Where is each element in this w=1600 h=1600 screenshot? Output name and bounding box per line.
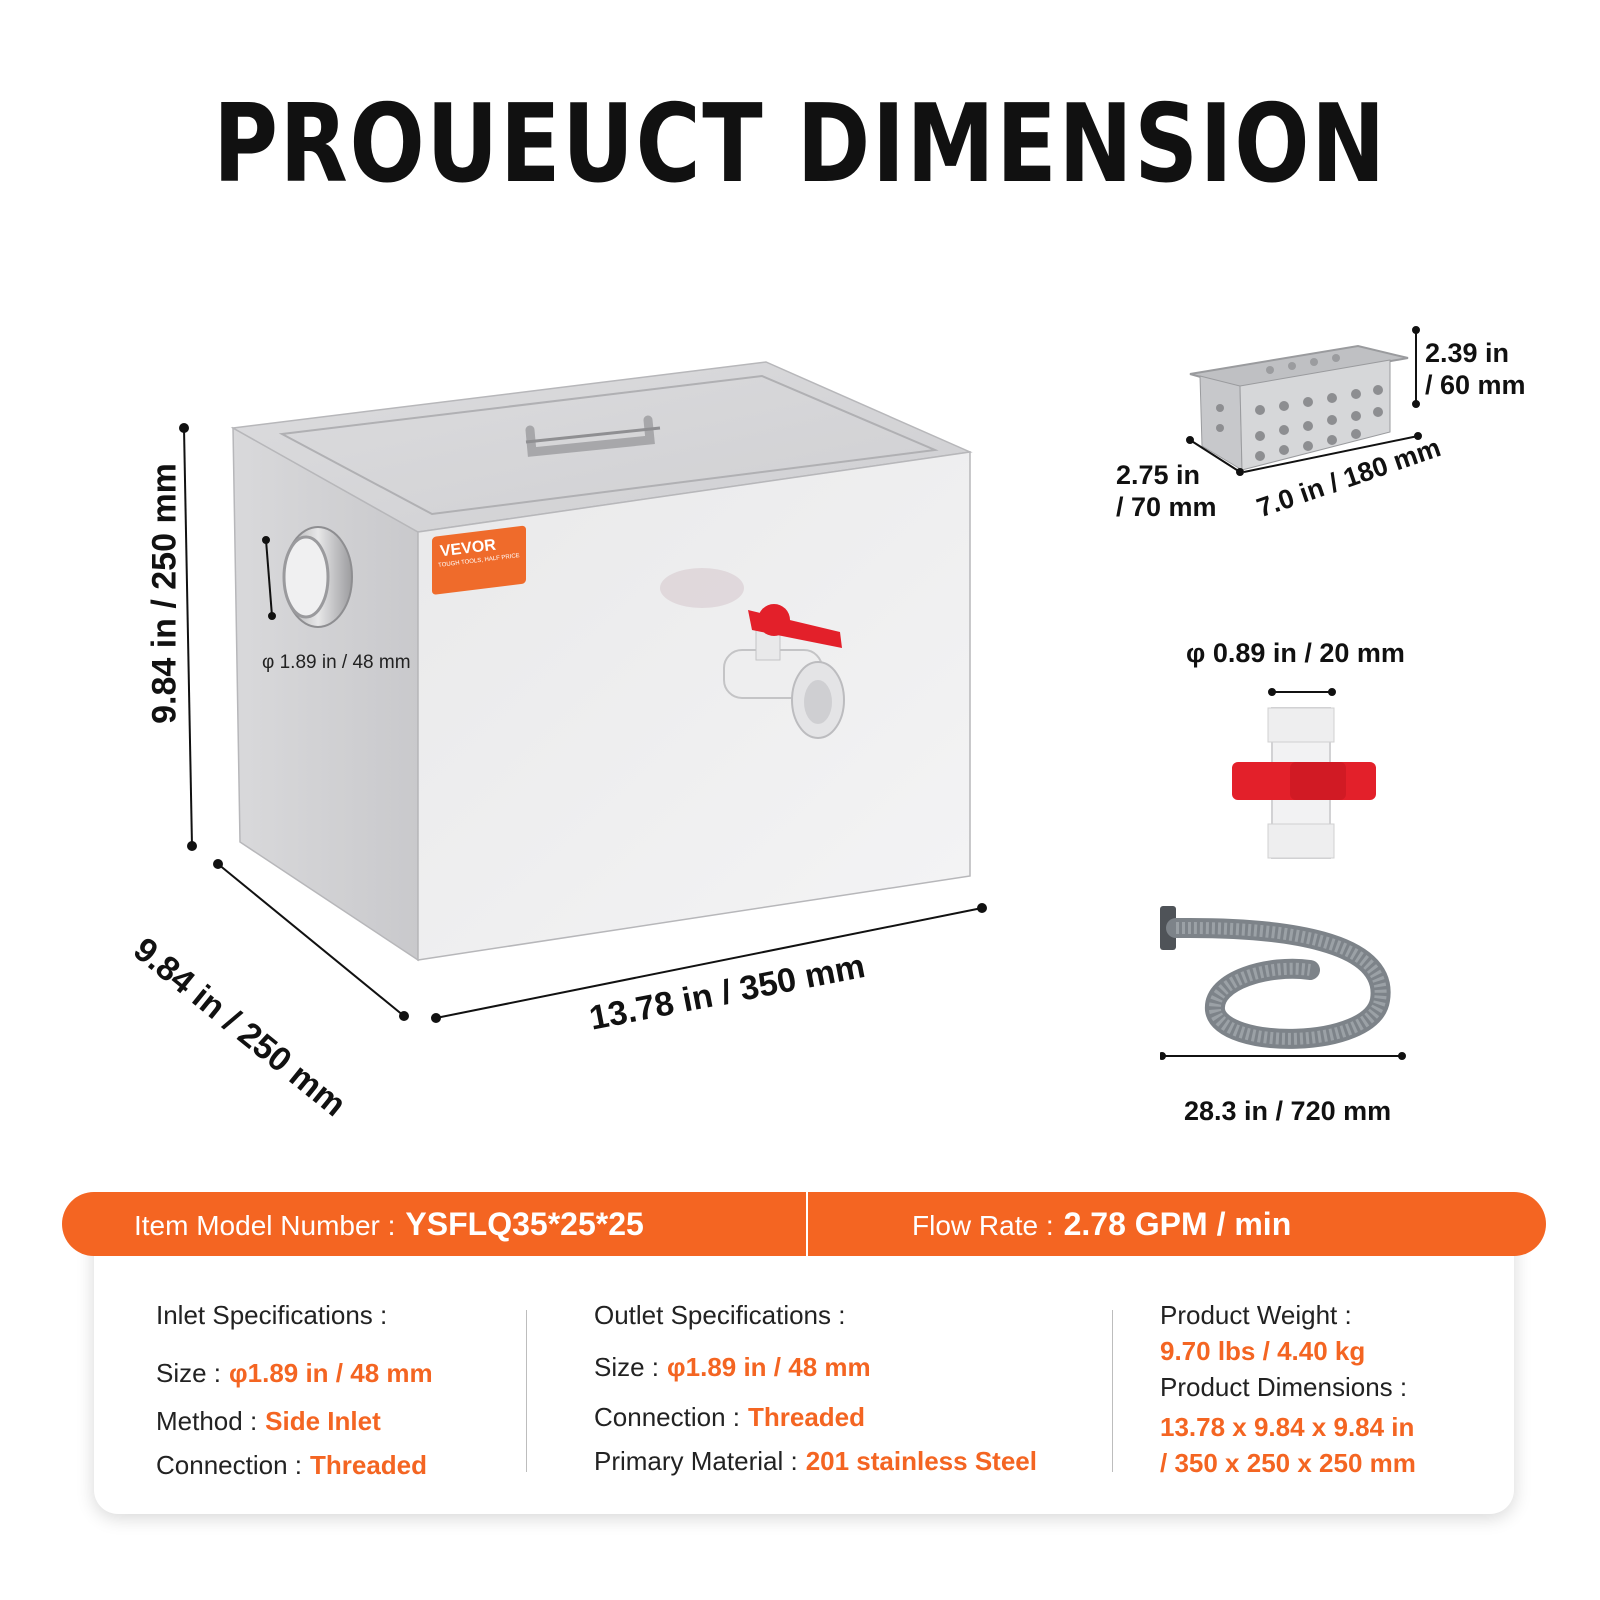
- flow-rate-value: 2.78 GPM / min: [1063, 1206, 1292, 1242]
- strainer-basket-illustration: [1189, 344, 1409, 471]
- product-dimensions-value-in: 13.78 x 9.84 x 9.84 in: [1160, 1412, 1415, 1442]
- inlet-method: Method :Side Inlet: [156, 1406, 381, 1437]
- basket-height-label-in: 2.39 in: [1425, 338, 1510, 368]
- drain-hose-illustration: [1160, 906, 1406, 1060]
- outlet-size: Size :φ1.89 in / 48 mm: [594, 1352, 871, 1383]
- inlet-connection-key: Connection :: [156, 1450, 302, 1480]
- grease-trap-tank-illustration: [179, 361, 987, 1023]
- vevor-sticker: [432, 525, 526, 595]
- header-bar-divider: [806, 1192, 808, 1256]
- inlet-size-value: φ1.89 in / 48 mm: [229, 1358, 433, 1388]
- column-divider-1: [526, 1310, 527, 1472]
- outlet-heading: Outlet Specifications :: [594, 1300, 846, 1330]
- inlet-heading: Inlet Specifications :: [156, 1300, 388, 1330]
- outlet-material-value: 201 stainless Steel: [805, 1446, 1037, 1476]
- inlet-diameter-label: φ 1.89 in / 48 mm: [262, 652, 411, 673]
- model-number-key: Item Model Number :: [134, 1210, 396, 1241]
- inlet-size: Size :φ1.89 in / 48 mm: [156, 1358, 433, 1389]
- outlet-size-value: φ1.89 in / 48 mm: [667, 1352, 871, 1382]
- outlet-connection-key: Connection :: [594, 1402, 740, 1432]
- valve-diameter-label: φ 0.89 in / 20 mm: [1186, 638, 1405, 668]
- inlet-method-value: Side Inlet: [265, 1406, 381, 1436]
- tank-height-label: 9.84 in / 250 mm: [145, 463, 184, 724]
- flow-rate-key: Flow Rate :: [912, 1210, 1054, 1241]
- basket-dimension-lines: [1186, 326, 1422, 476]
- tank-front-face: [417, 451, 971, 961]
- product-weight-key: Product Weight :: [1160, 1300, 1352, 1330]
- model-number: Item Model Number : YSFLQ35*25*25: [134, 1192, 644, 1256]
- flow-rate: Flow Rate : 2.78 GPM / min: [912, 1192, 1291, 1256]
- outlet-connection-value: Threaded: [747, 1402, 866, 1432]
- outlet-material-key: Primary Material :: [594, 1446, 798, 1476]
- outlet-connection: Connection :Threaded: [594, 1402, 865, 1433]
- specifications-header-bar: [62, 1192, 1546, 1256]
- specifications-card: [94, 1206, 1514, 1514]
- product-weight-value: 9.70 lbs / 4.40 kg: [1160, 1336, 1366, 1366]
- outlet-size-key: Size :: [594, 1352, 660, 1382]
- inlet-method-key: Method :: [156, 1406, 258, 1436]
- basket-width-label-mm: / 70 mm: [1116, 492, 1217, 522]
- basket-height-label-mm: / 60 mm: [1425, 370, 1526, 400]
- hose-length-label: 28.3 in / 720 mm: [1184, 1096, 1392, 1126]
- model-number-value: YSFLQ35*25*25: [405, 1206, 644, 1242]
- inlet-size-key: Size :: [156, 1358, 222, 1388]
- column-divider-2: [1112, 1310, 1113, 1472]
- inlet-connection: Connection :Threaded: [156, 1450, 427, 1481]
- product-dimensions-key: Product Dimensions :: [1160, 1372, 1408, 1402]
- inlet-connection-value: Threaded: [309, 1450, 428, 1480]
- basket-width-label-in: 2.75 in: [1116, 460, 1201, 490]
- ball-valve-illustration: [1232, 688, 1376, 859]
- page-title: PROUEUCT DIMENSION: [213, 82, 1387, 207]
- outlet-material: Primary Material :201 stainless Steel: [594, 1446, 1037, 1477]
- product-dimensions-value-mm: / 350 x 250 x 250 mm: [1160, 1448, 1416, 1478]
